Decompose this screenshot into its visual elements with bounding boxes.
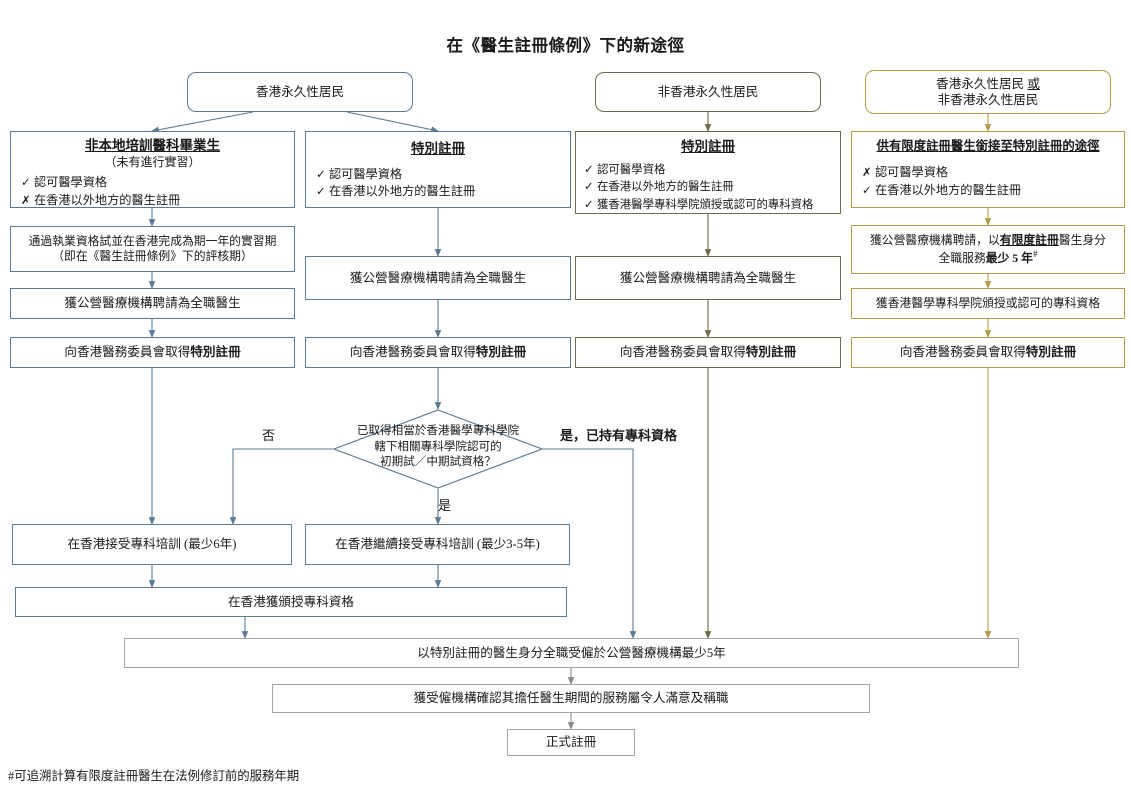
criteria-item: ✓認可醫學資格 <box>316 166 403 181</box>
criteria-item: ✓在香港以外地方的醫生註冊 <box>316 184 476 199</box>
check-icon: ✓ <box>21 175 31 190</box>
step-line2: 全職服務最少 5 年# <box>938 248 1038 265</box>
check-icon: ✓ <box>316 184 326 199</box>
criteria-header: 特別註冊 <box>411 141 465 156</box>
step-line1: 獲公營醫療機構聘請，以有限度註冊醫生身分 <box>870 233 1106 248</box>
check-icon: ✓ <box>584 196 594 211</box>
step-label: 獲公營醫療機構聘請為全職醫生 <box>619 270 797 285</box>
criteria-item: ✓在香港以外地方的醫生註冊 <box>584 179 734 194</box>
step-col2-full-time-employment[interactable]: 獲公營醫療機構聘請為全職醫生 <box>305 256 571 300</box>
step-label: 獲公營醫療機構聘請為全職醫生 <box>349 270 527 285</box>
shared-node-5-year-service[interactable]: 以特別註冊的醫生身分全職受僱於公營醫療機構最少5年 <box>124 638 1019 668</box>
edge-label-yes: 是 <box>438 498 452 513</box>
criteria-item: ✓在香港以外地方的醫生註冊 <box>862 182 1022 197</box>
step-col3-full-time-employment[interactable]: 獲公營醫療機構聘請為全職醫生 <box>575 256 841 300</box>
criteria-list: ✗認可醫學資格 ✓在香港以外地方的醫生註冊 <box>852 164 1124 199</box>
criteria-list: ✓認可醫學資格 ✓在香港以外地方的醫生註冊 <box>306 166 570 201</box>
check-icon: ✓ <box>584 161 594 176</box>
criteria-box-col2[interactable]: 特別註冊 ✓認可醫學資格 ✓在香港以外地方的醫生註冊 <box>305 131 571 208</box>
training-label: 在香港繼續接受專科培訓 (最少3-5年) <box>335 537 540 552</box>
step-label: 獲公營醫療機構聘請為全職醫生 <box>64 296 241 311</box>
criteria-box-col3[interactable]: 特別註冊 ✓認可醫學資格 ✓在香港以外地方的醫生註冊 ✓獲香港醫學專科學院頒授或… <box>575 131 841 214</box>
step-label: 向香港醫務委員會取得特別註冊 <box>899 345 1077 360</box>
criteria-item: ✗認可醫學資格 <box>862 165 949 180</box>
qualification-label: 在香港獲頒授專科資格 <box>228 594 354 609</box>
criteria-list: ✓認可醫學資格 ✗在香港以外地方的醫生註冊 <box>11 174 294 209</box>
cross-icon: ✗ <box>862 165 872 180</box>
top-node-line1: 香港永久性居民 或 <box>936 76 1040 91</box>
shared-label: 以特別註冊的醫生身分全職受僱於公營醫療機構最少5年 <box>417 645 726 660</box>
step-label: 獲香港醫學專科學院頒授或認可的專科資格 <box>875 295 1101 310</box>
criteria-header: 供有限度註冊醫生銜接至特別註冊的途徑 <box>876 139 1100 153</box>
top-node-non-hk-permanent-resident[interactable]: 非香港永久性居民 <box>595 72 821 112</box>
training-node-3-to-5-years[interactable]: 在香港繼續接受專科培訓 (最少3-5年) <box>305 524 570 565</box>
step-col4-limited-registration-service[interactable]: 獲公營醫療機構聘請，以有限度註冊醫生身分 全職服務最少 5 年# <box>851 225 1125 274</box>
criteria-item: ✗在香港以外地方的醫生註冊 <box>21 192 181 207</box>
criteria-box-col4[interactable]: 供有限度註冊醫生銜接至特別註冊的途徑 ✗認可醫學資格 ✓在香港以外地方的醫生註冊 <box>851 131 1125 208</box>
criteria-header: 特別註冊 <box>681 139 735 154</box>
criteria-box-col1[interactable]: 非本地培訓醫科畢業生 （未有進行實習） ✓認可醫學資格 ✗在香港以外地方的醫生註… <box>10 131 295 208</box>
shared-node-full-registration[interactable]: 正式註冊 <box>507 729 635 756</box>
edge-label-no: 否 <box>262 428 276 443</box>
shared-label: 正式註冊 <box>545 735 597 750</box>
criteria-list: ✓認可醫學資格 ✓在香港以外地方的醫生註冊 ✓獲香港醫學專科學院頒授或認可的專科… <box>576 161 840 214</box>
top-node-hk-permanent-resident[interactable]: 香港永久性居民 <box>187 72 413 112</box>
step-col2-special-registration[interactable]: 向香港醫務委員會取得特別註冊 <box>305 337 571 368</box>
training-label: 在香港接受專科培訓 (最少6年) <box>67 537 237 552</box>
step-label: 向香港醫務委員會取得特別註冊 <box>619 345 797 360</box>
step-line2: （即在《醫生註冊條例》下的評核期） <box>52 249 253 263</box>
step-label: 向香港醫務委員會取得特別註冊 <box>349 345 527 360</box>
criteria-item: ✓認可醫學資格 <box>584 161 666 176</box>
check-icon: ✓ <box>316 166 326 181</box>
step-line1: 通過執業資格試並在香港完成為期一年的實習期 <box>28 233 277 248</box>
qualification-awarded-node[interactable]: 在香港獲頒授專科資格 <box>15 587 567 617</box>
top-node-label: 香港永久性居民 <box>255 84 345 99</box>
criteria-subheader: （未有進行實習） <box>104 154 201 169</box>
edge-label-yes-has-specialist: 是，已持有專科資格 <box>560 428 678 443</box>
check-icon: ✓ <box>584 179 594 194</box>
decision-label: 已取得相當於香港醫學專科學院 轄下相關專科學院認可的 初期試／中期試資格？ <box>356 424 520 469</box>
criteria-item: ✓獲香港醫學專科學院頒授或認可的專科資格 <box>584 196 814 211</box>
decision-diamond-shape[interactable] <box>333 409 543 489</box>
step-label: 向香港醫務委員會取得特別註冊 <box>64 345 241 360</box>
step-col1-special-registration[interactable]: 向香港醫務委員會取得特別註冊 <box>10 337 295 368</box>
shared-label: 獲受僱機構確認其擔任醫生期間的服務屬令人滿意及稱職 <box>413 691 729 706</box>
check-icon: ✓ <box>862 182 872 197</box>
shared-node-employer-confirmation[interactable]: 獲受僱機構確認其擔任醫生期間的服務屬令人滿意及稱職 <box>272 684 870 713</box>
page-title: 在《醫生註冊條例》下的新途徑 <box>446 36 685 55</box>
training-node-6-years[interactable]: 在香港接受專科培訓 (最少6年) <box>12 524 292 565</box>
top-node-line2: 非香港永久性居民 <box>937 93 1039 107</box>
step-col1-licensing-exam[interactable]: 通過執業資格試並在香港完成為期一年的實習期 （即在《醫生註冊條例》下的評核期） <box>10 226 295 272</box>
cross-icon: ✗ <box>21 192 31 207</box>
criteria-header: 非本地培訓醫科畢業生 <box>85 138 220 153</box>
footnote: #可追溯計算有限度註冊醫生在法例修訂前的服務年期 <box>8 769 300 783</box>
step-col3-special-registration[interactable]: 向香港醫務委員會取得特別註冊 <box>575 337 841 368</box>
criteria-item: ✓認可醫學資格 <box>21 175 108 190</box>
step-col4-special-registration[interactable]: 向香港醫務委員會取得特別註冊 <box>851 337 1125 368</box>
top-node-label: 非香港永久性居民 <box>657 84 759 99</box>
step-col4-specialist-qualification[interactable]: 獲香港醫學專科學院頒授或認可的專科資格 <box>851 288 1125 319</box>
top-node-either-residency[interactable]: 香港永久性居民 或 非香港永久性居民 <box>865 70 1111 114</box>
step-col1-full-time-employment[interactable]: 獲公營醫療機構聘請為全職醫生 <box>10 288 295 319</box>
